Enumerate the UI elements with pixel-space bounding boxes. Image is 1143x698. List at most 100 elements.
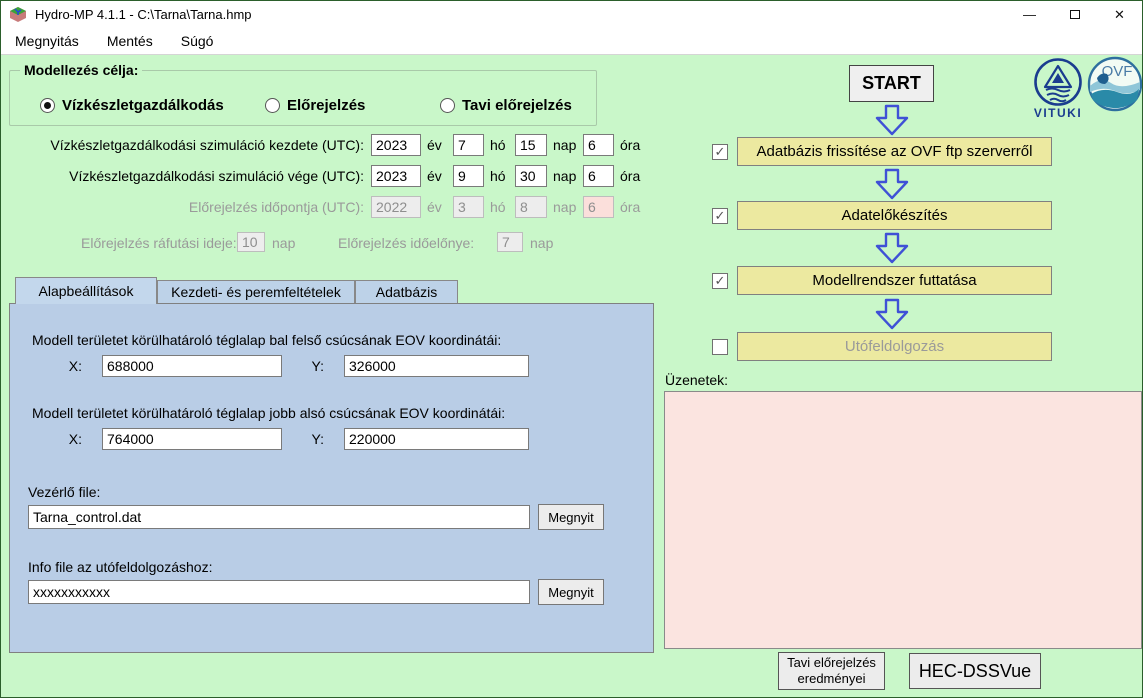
radio-label: Előrejelzés xyxy=(287,97,366,114)
unit-ev: év xyxy=(427,137,442,153)
x-label: X: xyxy=(68,358,82,374)
start-button[interactable]: START xyxy=(849,65,934,102)
runup-input xyxy=(237,232,265,252)
menu-mentes[interactable]: Mentés xyxy=(106,33,153,49)
sim-end-label: Vízkészletgazdálkodási szimuláció vége (… xyxy=(69,168,364,184)
menu-megnyitas[interactable]: Megnyitás xyxy=(15,33,79,49)
control-file-label: Vezérlő file: xyxy=(28,484,101,500)
topleft-y-input[interactable] xyxy=(344,355,529,377)
step2-checkbox[interactable]: ✓ xyxy=(712,208,728,224)
radio-icon xyxy=(440,98,455,113)
y-label: Y: xyxy=(311,358,324,374)
sim-end-hour-input[interactable] xyxy=(583,165,614,187)
step3-button-modellrendszer-futtatasa[interactable]: Modellrendszer futtatása xyxy=(737,266,1052,295)
control-file-input[interactable] xyxy=(28,505,530,529)
title-bar: Hydro-MP 4.1.1 - C:\Tarna\Tarna.hmp — ✕ xyxy=(1,1,1142,28)
maximize-icon xyxy=(1069,10,1080,19)
step1-checkbox[interactable]: ✓ xyxy=(712,144,728,160)
runup-unit: nap xyxy=(272,235,296,251)
unit-nap: nap xyxy=(553,137,577,153)
messages-label: Üzenetek: xyxy=(665,372,729,388)
radio-vizkeszletgazdalkodas[interactable]: Vízkészletgazdálkodás xyxy=(40,97,224,114)
arrow-down-icon xyxy=(875,232,909,264)
bottomright-x-input[interactable] xyxy=(102,428,282,450)
sim-end-month-input[interactable] xyxy=(453,165,484,187)
radio-icon xyxy=(265,98,280,113)
step4-checkbox[interactable] xyxy=(712,339,728,355)
close-button[interactable]: ✕ xyxy=(1097,1,1142,28)
forecast-hour-input xyxy=(583,196,614,218)
sim-start-year-input[interactable] xyxy=(371,134,421,156)
y-label: Y: xyxy=(311,431,324,447)
forecast-year-input xyxy=(371,196,421,218)
maximize-button[interactable] xyxy=(1052,1,1097,28)
svg-text:OVF: OVF xyxy=(1102,63,1133,80)
minimize-button[interactable]: — xyxy=(1007,1,1052,28)
info-file-open-button[interactable]: Megnyit xyxy=(538,579,604,605)
radio-tavi-elorejelzes[interactable]: Tavi előrejelzés xyxy=(440,97,572,114)
sim-start-month-input[interactable] xyxy=(453,134,484,156)
modeling-purpose-group: Modellezés célja: Vízkészletgazdálkodás … xyxy=(9,62,597,126)
bottomright-coords-label: Modell területet körülhatároló téglalap … xyxy=(32,405,506,421)
tavi-button-line2: eredményei xyxy=(797,671,866,686)
messages-box[interactable] xyxy=(664,391,1142,649)
tavi-button-line1: Tavi előrejelzés xyxy=(787,655,876,670)
sim-start-label: Vízkészletgazdálkodási szimuláció kezdet… xyxy=(50,137,364,153)
step1-button-adatbazis-frissitese[interactable]: Adatbázis frissítése az OVF ftp szerverr… xyxy=(737,137,1052,166)
control-file-open-button[interactable]: Megnyit xyxy=(538,504,604,530)
modeling-purpose-legend: Modellezés célja: xyxy=(20,62,143,78)
step3-checkbox[interactable]: ✓ xyxy=(712,273,728,289)
forecast-time-label: Előrejelzés időpontja (UTC): xyxy=(188,199,364,215)
unit-nap: nap xyxy=(553,168,577,184)
arrow-down-icon xyxy=(875,104,909,136)
tavi-elorejelzes-eredmenyei-button[interactable]: Tavi előrejelzés eredményei xyxy=(778,652,885,690)
tab-kezdeti-es-peremfeltetelek[interactable]: Kezdeti- és peremfeltételek xyxy=(157,280,355,304)
radio-label: Tavi előrejelzés xyxy=(462,97,572,114)
sim-start-day-input[interactable] xyxy=(515,134,547,156)
unit-ho: hó xyxy=(490,199,506,215)
leadtime-input xyxy=(497,232,523,252)
unit-ev: év xyxy=(427,168,442,184)
hec-dssvue-button[interactable]: HEC-DSSVue xyxy=(909,653,1041,689)
menu-bar: Megnyitás Mentés Súgó xyxy=(1,28,1142,55)
unit-ora: óra xyxy=(620,168,641,184)
menu-sugo[interactable]: Súgó xyxy=(180,33,214,49)
step4-button-utofeldolgozas[interactable]: Utófeldolgozás xyxy=(737,332,1052,361)
leadtime-unit: nap xyxy=(530,235,554,251)
radio-icon xyxy=(40,98,55,113)
runup-label: Előrejelzés ráfutási ideje: xyxy=(81,235,237,251)
forecast-month-input xyxy=(453,196,484,218)
ovf-logo-icon: OVF xyxy=(1087,56,1142,112)
app-icon xyxy=(10,7,26,22)
unit-ev: év xyxy=(427,199,442,215)
unit-ho: hó xyxy=(490,168,506,184)
unit-nap: nap xyxy=(553,199,577,215)
step2-button-adatelokeszites[interactable]: Adatelőkészítés xyxy=(737,201,1052,230)
unit-ora: óra xyxy=(620,137,641,153)
unit-ora: óra xyxy=(620,199,641,215)
tab-adatbazis[interactable]: Adatbázis xyxy=(355,280,458,304)
radio-label: Vízkészletgazdálkodás xyxy=(62,97,224,114)
topleft-x-input[interactable] xyxy=(102,355,282,377)
minimize-icon: — xyxy=(1023,7,1036,22)
bottomright-y-input[interactable] xyxy=(344,428,529,450)
sim-start-hour-input[interactable] xyxy=(583,134,614,156)
vituki-logo-icon: VITUKI xyxy=(1034,58,1082,119)
sim-end-day-input[interactable] xyxy=(515,165,547,187)
arrow-down-icon xyxy=(875,298,909,330)
sim-end-year-input[interactable] xyxy=(371,165,421,187)
info-file-label: Info file az utófeldolgozáshoz: xyxy=(28,559,213,575)
tab-alapbeallitasok[interactable]: Alapbeállítások xyxy=(15,277,157,304)
close-icon: ✕ xyxy=(1114,6,1125,22)
forecast-day-input xyxy=(515,196,547,218)
unit-ho: hó xyxy=(490,137,506,153)
x-label: X: xyxy=(68,431,82,447)
arrow-down-icon xyxy=(875,168,909,200)
info-file-input[interactable] xyxy=(28,580,530,604)
radio-elorejelzes[interactable]: Előrejelzés xyxy=(265,97,365,114)
topleft-coords-label: Modell területet körülhatároló téglalap … xyxy=(32,332,502,348)
leadtime-label: Előrejelzés időelőnye: xyxy=(338,235,475,251)
settings-panel: Modell területet körülhatároló téglalap … xyxy=(9,303,654,653)
window-title: Hydro-MP 4.1.1 - C:\Tarna\Tarna.hmp xyxy=(35,7,252,22)
